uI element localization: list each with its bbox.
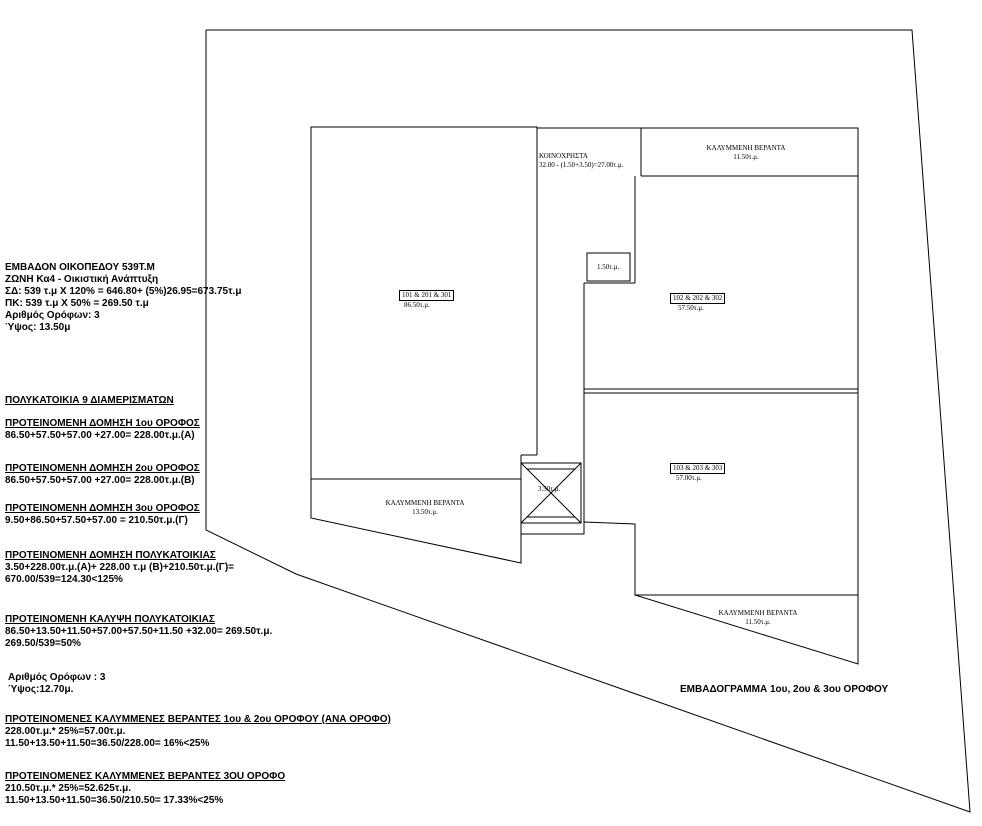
apartment-a-label: 101 & 201 & 301 86.50τ.μ. [399, 290, 455, 310]
elevator-shaft [520, 462, 582, 524]
common-area-label: ΚΟΙΝΟΧΡΗΣΤΑ 32.00 - (1.50+3.50)=27.00τ.μ… [539, 152, 624, 169]
shaft-area-label: 1.50τ.μ. [597, 263, 620, 271]
shaft-box [586, 252, 631, 282]
verandas12-block: ΠΡΟΤΕΙΝΟΜΕΝΕΣ ΚΑΛΥΜΜΕΝΕΣ ΒΕΡΑΝΤΕΣ 1ου & … [5, 714, 391, 750]
verandas12-calc-2: 11.50+13.50+11.50=36.50/228.00= 16%<25% [5, 738, 210, 749]
floor1-calc: 86.50+57.50+57.00 +27.00= 228.00τ.μ.(Α) [5, 430, 195, 441]
floors2-text: Αριθμός Ορόφων : 3 [8, 672, 106, 683]
floor3-block: ΠΡΟΤΕΙΝΟΜΕΝΗ ΔΟΜΗΣΗ 3ου ΟΡΟΦΟΣ 9.50+86.5… [5, 503, 200, 527]
cover-block: ΠΡΟΤΕΙΝΟΜΕΝΗ ΚΑΛΥΨΗ ΠΟΛΥΚΑΤΟΙΚΙΑΣ 86.50+… [5, 614, 272, 650]
verandas12-title: ΠΡΟΤΕΙΝΟΜΕΝΕΣ ΚΑΛΥΜΜΕΝΕΣ ΒΕΡΑΝΤΕΣ 1ου & … [5, 714, 391, 725]
verandas12-calc-1: 228.00τ.μ.* 25%=57.00τ.μ. [5, 726, 126, 737]
floor3-calc: 9.50+86.50+57.50+57.00 = 210.50τ.μ.(Γ) [5, 515, 188, 526]
veranda-right-label: ΚΑΛΥΜΜΕΝΗ ΒΕΡΑΝΤΑ 11.50τ.μ. [718, 609, 798, 626]
height-text: Ύψος: 13.50μ [5, 322, 71, 333]
sd-text: ΣΔ: 539 τ.μ Χ 120% = 646.80+ (5%)26.95=6… [5, 286, 242, 297]
verandas3-title: ΠΡΟΤΕΙΝΟΜΕΝΕΣ ΚΑΛΥΜΜΕΝΕΣ ΒΕΡΑΝΤΕΣ 3ΟU ΟΡ… [5, 771, 286, 782]
apartment-c-label: 103 & 203 & 303 57.00τ.μ. [670, 463, 726, 483]
building-title: ΠΟΛΥΚΑΤΟΙΚΙΑ 9 ΔΙΑΜΕΡΙΣΜΑΤΩΝ [5, 395, 174, 406]
verandas3-block: ΠΡΟΤΕΙΝΟΜΕΝΕΣ ΚΑΛΥΜΜΕΝΕΣ ΒΕΡΑΝΤΕΣ 3ΟU ΟΡ… [5, 771, 285, 807]
zoning-block: ΕΜΒΑΔΟΝ ΟΙΚΟΠΕΔΟΥ 539Τ.Μ ΖΩΝΗ Κα4 - Οικι… [5, 262, 241, 334]
floor3-title: ΠΡΟΤΕΙΝΟΜΕΝΗ ΔΟΜΗΣΗ 3ου ΟΡΟΦΟΣ [5, 503, 200, 514]
cover-calc-2: 269.50/539=50% [5, 638, 81, 649]
pk-text: ΠΚ: 539 τ.μ Χ 50% = 269.50 τ.μ [5, 298, 149, 309]
plot-area-text: ΕΜΒΑΔΟΝ ΟΙΚΟΠΕΔΟΥ 539Τ.Μ [5, 262, 155, 273]
floor1-block: ΠΡΟΤΕΙΝΟΜΕΝΗ ΔΟΜΗΣΗ 1ου ΟΡΟΦΟΣ 86.50+57.… [5, 418, 200, 442]
zone-text: ΖΩΝΗ Κα4 - Οικιστική Ανάπτυξη [5, 274, 159, 285]
veranda-left-label: ΚΑΛΥΜΜΕΝΗ ΒΕΡΑΝΤΑ 13.50τ.μ. [385, 499, 465, 516]
elevator-area-label: 3.50τ.μ. [538, 485, 561, 493]
verandas3-calc-1: 210.50τ.μ.* 25%=52.625τ.μ. [5, 783, 131, 794]
floors-text: Αριθμός Ορόφων: 3 [5, 310, 100, 321]
floor1-title: ΠΡΟΤΕΙΝΟΜΕΝΗ ΔΟΜΗΣΗ 1ου ΟΡΟΦΟΣ [5, 418, 200, 429]
apartment-b-label: 102 & 202 & 302 57.50τ.μ. [670, 293, 726, 313]
plan-caption: ΕΜΒΑΔΟΓΡΑΜΜΑ 1ου, 2ου & 3ου ΟΡΟΦΟΥ [680, 684, 889, 695]
floor2-block: ΠΡΟΤΕΙΝΟΜΕΝΗ ΔΟΜΗΣΗ 2ου ΟΡΟΦΟΣ 86.50+57.… [5, 463, 200, 487]
floors-height-block: Αριθμός Ορόφων : 3 Ύψος:12.70μ. [8, 672, 105, 696]
veranda-top-label: ΚΑΛΥΜΜΕΝΗ ΒΕΡΑΝΤΑ 11.50τ.μ. [706, 144, 786, 161]
cover-calc-1: 86.50+13.50+11.50+57.00+57.50+11.50 +32.… [5, 626, 273, 637]
height2-text: Ύψος:12.70μ. [8, 684, 74, 695]
total-title: ΠΡΟΤΕΙΝΟΜΕΝΗ ΔΟΜΗΣΗ ΠΟΛΥΚΑΤΟΙΚΙΑΣ [5, 550, 216, 561]
floor2-calc: 86.50+57.50+57.00 +27.00= 228.00τ.μ.(Β) [5, 475, 195, 486]
cover-title: ΠΡΟΤΕΙΝΟΜΕΝΗ ΚΑΛΥΨΗ ΠΟΛΥΚΑΤΟΙΚΙΑΣ [5, 614, 215, 625]
total-calc-2: 670.00/539=124.30<125% [5, 574, 123, 585]
verandas3-calc-2: 11.50+13.50+11.50=36.50/210.50= 17.33%<2… [5, 795, 224, 806]
building-outline [310, 126, 859, 665]
floor2-title: ΠΡΟΤΕΙΝΟΜΕΝΗ ΔΟΜΗΣΗ 2ου ΟΡΟΦΟΣ [5, 463, 200, 474]
total-calc-1: 3.50+228.00τ.μ.(Α)+ 228.00 τ.μ (Β)+210.5… [5, 562, 234, 573]
elevator-cross [520, 462, 582, 524]
total-block: ΠΡΟΤΕΙΝΟΜΕΝΗ ΔΟΜΗΣΗ ΠΟΛΥΚΑΤΟΙΚΙΑΣ 3.50+2… [5, 550, 234, 586]
plot-boundary [205, 29, 971, 813]
